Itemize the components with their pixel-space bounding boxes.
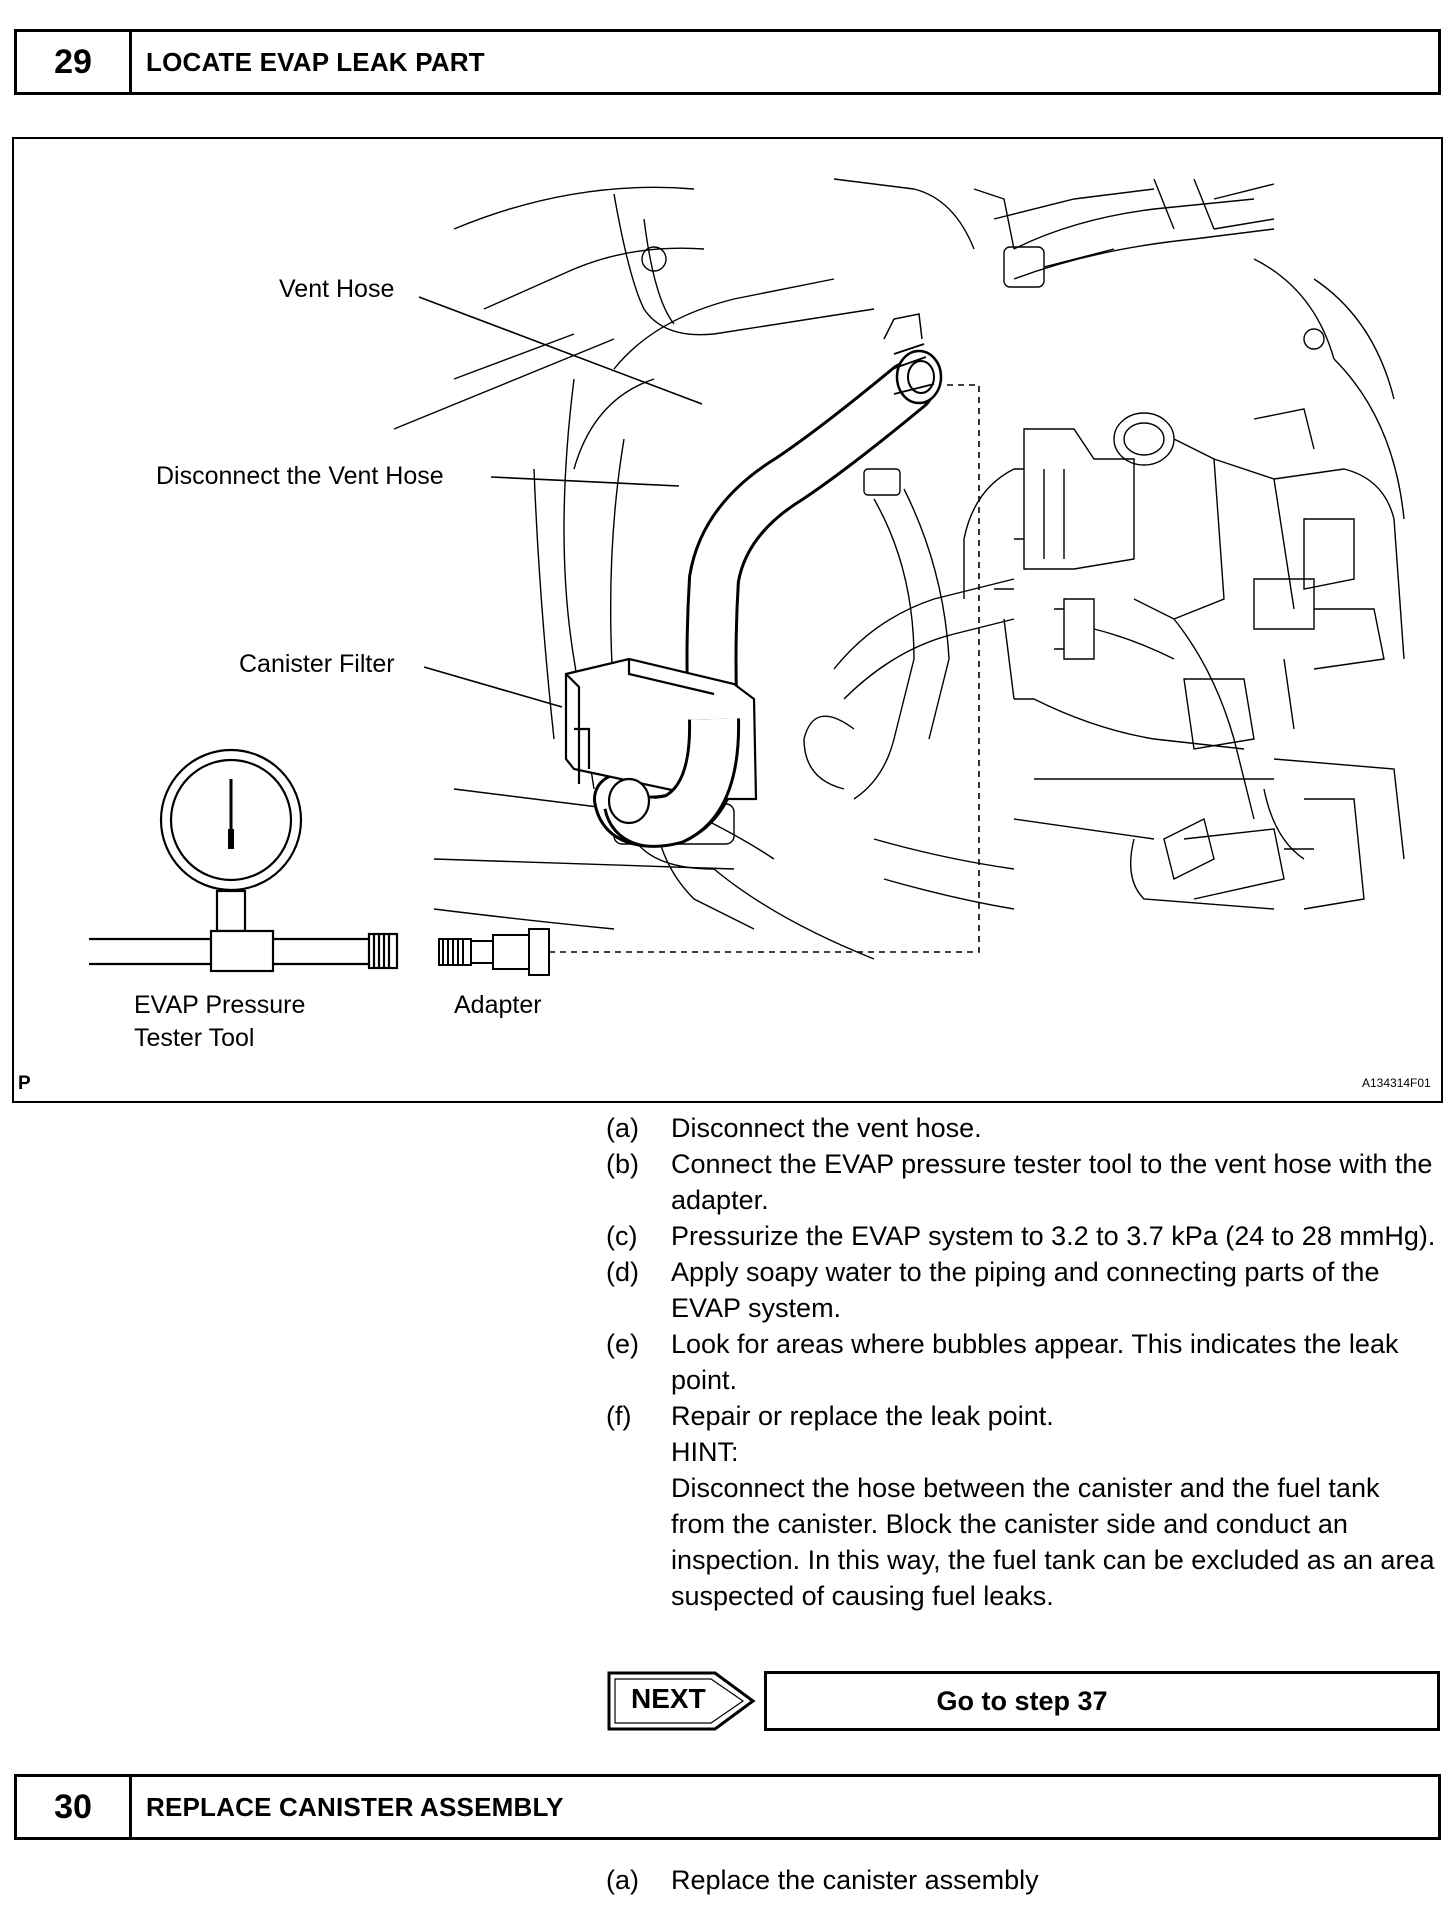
- step-29-header: 29 LOCATE EVAP LEAK PART: [14, 29, 1441, 95]
- label-adapter: Adapter: [454, 991, 542, 1019]
- step-number: 29: [17, 32, 132, 92]
- next-arrow-shape: [607, 1671, 756, 1731]
- instruction-letter: (c): [606, 1221, 638, 1251]
- label-evap-pressure: EVAP Pressure: [134, 991, 305, 1019]
- instruction-item: (c) Pressurize the EVAP system to 3.2 to…: [606, 1218, 1436, 1254]
- step-30-header: 30 REPLACE CANISTER ASSEMBLY: [14, 1774, 1441, 1840]
- instruction-letter: (a): [606, 1113, 639, 1143]
- go-to-step-link[interactable]: Go to step 37: [764, 1671, 1440, 1731]
- instruction-item: (a) Replace the canister assembly: [606, 1862, 1436, 1898]
- adapter-drawing: [438, 928, 550, 976]
- instruction-text: Disconnect the vent hose.: [671, 1113, 982, 1143]
- dashed-connection-line: [549, 384, 980, 953]
- engine-background-drawing: [393, 178, 1405, 960]
- instruction-letter: (e): [606, 1329, 639, 1359]
- step-29-instructions: (a) Disconnect the vent hose. (b) Connec…: [606, 1110, 1436, 1614]
- hint-text: Disconnect the hose between the canister…: [671, 1473, 1435, 1611]
- step-title: REPLACE CANISTER ASSEMBLY: [146, 1791, 564, 1822]
- instruction-letter: (b): [606, 1149, 639, 1179]
- label-canister-filter: Canister Filter: [239, 650, 395, 678]
- figure-id: A134314F01: [1362, 1076, 1431, 1090]
- label-disconnect-vent-hose: Disconnect the Vent Hose: [156, 462, 444, 490]
- instruction-main-text: Repair or replace the leak point.: [671, 1401, 1054, 1431]
- instruction-item: (d) Apply soapy water to the piping and …: [606, 1254, 1436, 1326]
- instruction-letter: (f): [606, 1401, 632, 1431]
- instruction-item: (e) Look for areas where bubbles appear.…: [606, 1326, 1436, 1398]
- instruction-text: Pressurize the EVAP system to 3.2 to 3.7…: [671, 1221, 1436, 1251]
- step-number: 30: [17, 1777, 132, 1837]
- hint-label: HINT:: [671, 1437, 739, 1467]
- instruction-text: Apply soapy water to the piping and conn…: [671, 1257, 1380, 1323]
- figure-illustration: Vent Hose Disconnect the Vent Hose Canis…: [18, 178, 1431, 1094]
- figure-corner-mark: P: [18, 1073, 31, 1094]
- instruction-text: Look for areas where bubbles appear. Thi…: [671, 1329, 1399, 1395]
- instruction-item: (b) Connect the EVAP pressure tester too…: [606, 1146, 1436, 1218]
- instruction-item: (f) Repair or replace the leak point. HI…: [606, 1398, 1436, 1614]
- next-button[interactable]: NEXT: [607, 1671, 757, 1731]
- instruction-text: Replace the canister assembly: [671, 1865, 1039, 1895]
- instruction-text: Repair or replace the leak point. HINT: …: [671, 1398, 1436, 1614]
- evap-pressure-tester-drawing: [89, 748, 399, 973]
- step-30-instructions: (a) Replace the canister assembly: [606, 1862, 1436, 1898]
- step-title: LOCATE EVAP LEAK PART: [146, 46, 485, 77]
- evap-leak-figure: Vent Hose Disconnect the Vent Hose Canis…: [12, 137, 1443, 1103]
- label-vent-hose: Vent Hose: [279, 275, 394, 303]
- instruction-letter: (a): [606, 1865, 639, 1895]
- vent-hose-elbow: [603, 718, 741, 848]
- instruction-letter: (d): [606, 1257, 639, 1287]
- next-label: NEXT: [631, 1683, 706, 1714]
- leader-lines: [418, 296, 703, 708]
- instruction-text: Connect the EVAP pressure tester tool to…: [671, 1149, 1433, 1215]
- label-tester-tool: Tester Tool: [134, 1024, 254, 1052]
- instruction-item: (a) Disconnect the vent hose.: [606, 1110, 1436, 1146]
